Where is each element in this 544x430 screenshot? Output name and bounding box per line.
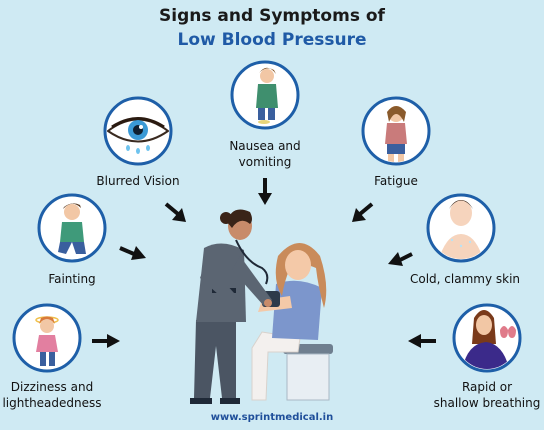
page-title-line1: Signs and Symptoms of: [159, 6, 385, 26]
label-rapid-breathing-line2: shallow breathing: [433, 396, 541, 410]
website-link[interactable]: www.sprintmedical.in: [210, 412, 334, 423]
blurred-vision-icon: [103, 96, 173, 166]
arrows: [92, 178, 436, 348]
nurse-patient-illustration: [190, 209, 333, 404]
fatigue-icon: [361, 96, 431, 166]
label-fatigue: Fatigue: [374, 174, 418, 188]
label-nausea-line2: vomiting: [238, 155, 292, 169]
cold-clammy-skin-icon: [426, 193, 496, 263]
label-nausea: Nausea and vomiting: [215, 138, 315, 170]
label-fainting: Fainting: [48, 272, 96, 286]
page-title-line2: Low Blood Pressure: [177, 30, 367, 50]
label-blurred-vision: Blurred Vision: [96, 174, 180, 188]
label-rapid-breathing-line1: Rapid or: [461, 380, 513, 394]
arrow-from-rapid-breathing: [408, 334, 436, 348]
dizziness-icon: [12, 303, 82, 373]
arrow-from-blurred-vision: [164, 202, 186, 222]
label-rapid-breathing: Rapid or shallow breathing: [432, 379, 542, 411]
nausea-icon: [230, 60, 300, 130]
label-cold-clammy-skin: Cold, clammy skin: [409, 272, 521, 286]
label-dizziness-line2: lightheadedness: [2, 396, 102, 410]
arrow-from-nausea: [258, 178, 272, 205]
label-dizziness-line1: Dizziness and: [10, 380, 94, 394]
fainting-icon: [37, 193, 107, 263]
arrow-from-fainting: [119, 246, 146, 260]
arrow-from-cold-skin: [388, 252, 413, 266]
arrow-from-dizziness: [92, 334, 120, 348]
arrow-from-fatigue: [352, 202, 374, 222]
rapid-breathing-icon: [452, 303, 522, 373]
label-nausea-line1: Nausea and: [229, 139, 301, 153]
label-dizziness: Dizziness and lightheadedness: [2, 379, 102, 411]
